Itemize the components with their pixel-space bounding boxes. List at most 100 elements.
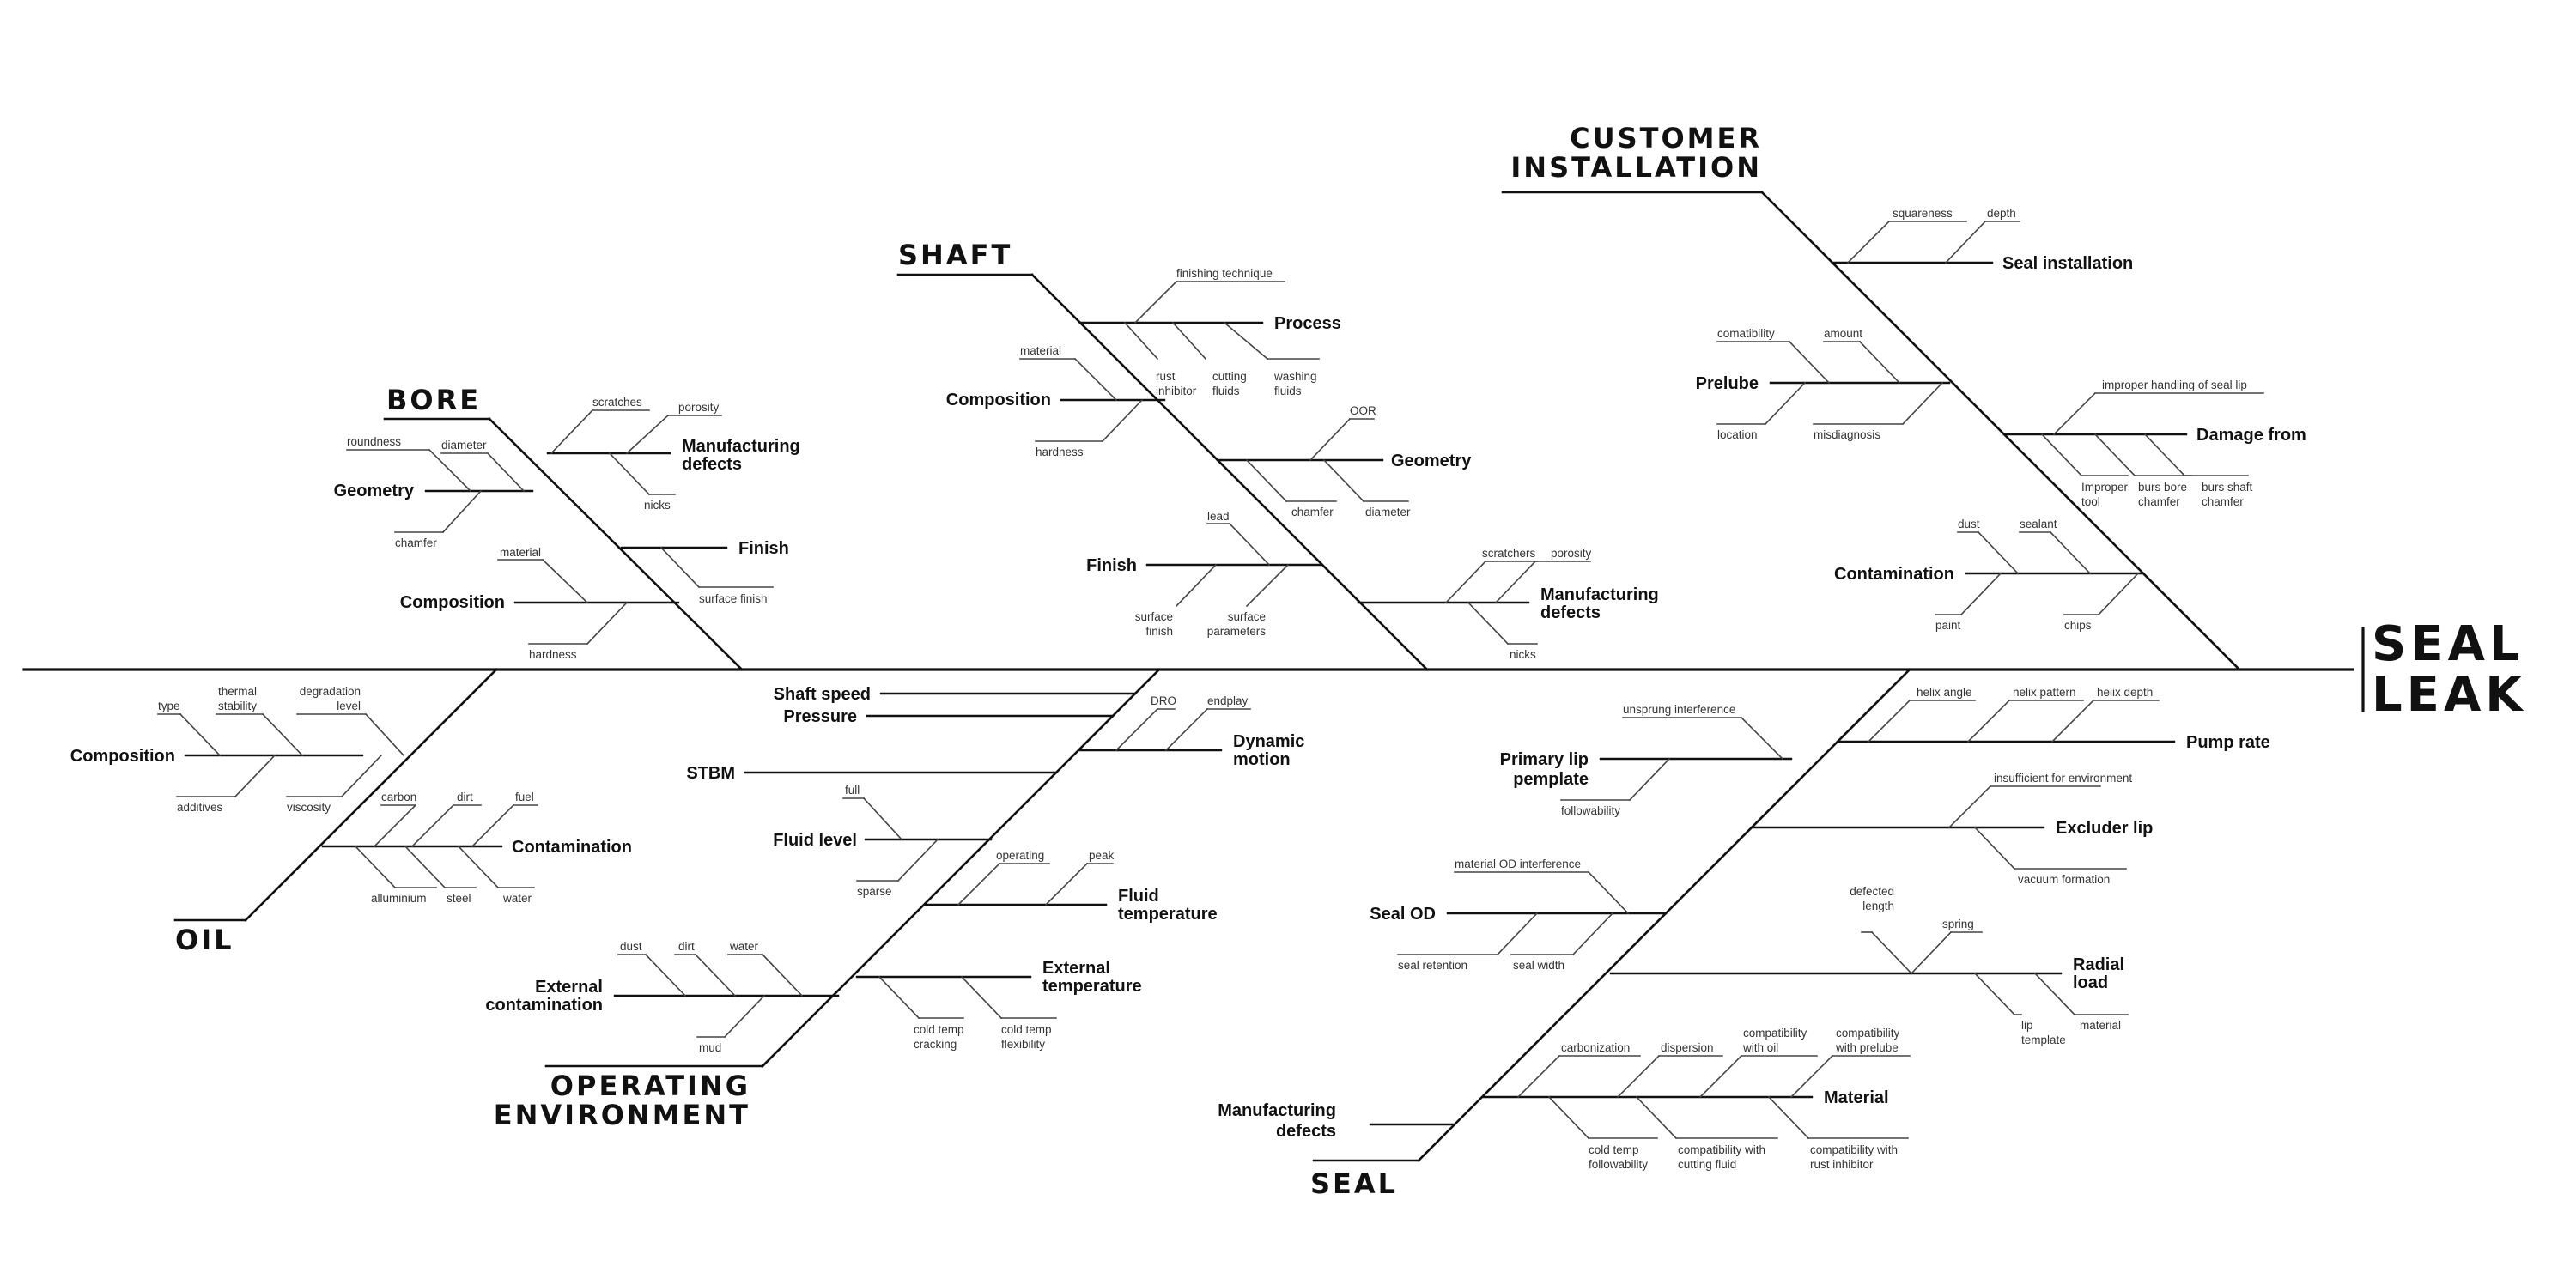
cause-oil-contamination: Contamination xyxy=(512,838,632,857)
cause-radial-load-l2: load xyxy=(2073,973,2108,992)
cause-shaft-manufacturing-defects-l2: defects xyxy=(1540,603,1601,622)
detail-unsprung-interference: unsprung interference xyxy=(1623,703,1735,716)
detail-surface-parameters-l2: parameters xyxy=(1207,625,1267,638)
detail-washing-fluids-l2: fluids xyxy=(1274,385,1302,397)
cause-shaft-speed: Shaft speed xyxy=(774,685,871,704)
category-seal: SEAL unsprung interference followability… xyxy=(1218,668,2270,1200)
detail-dro: DRO xyxy=(1151,694,1176,707)
detail-insufficient: insufficient for environment xyxy=(1994,772,2132,785)
detail-vacuum-formation: vacuum formation xyxy=(2018,873,2110,886)
detail-cold-temp-flexibility-l1: cold temp xyxy=(1001,1023,1052,1036)
category-customer-installation: CUSTOMER INSTALLATION squareness depth S… xyxy=(1501,122,2306,671)
detail-misdiagnosis: misdiagnosis xyxy=(1814,428,1880,441)
detail-defected-length-l2: length xyxy=(1862,900,1894,912)
effect-label-line2: LEAK xyxy=(2372,667,2527,723)
category-label-bore: BORE xyxy=(386,384,481,416)
detail-cold-temp-followability-l1: cold temp xyxy=(1589,1143,1639,1156)
detail-shaft-chamfer: chamfer xyxy=(1291,506,1334,518)
detail-surface-finish-l1: surface xyxy=(1135,610,1173,623)
detail-burs-shaft-l2: chamfer xyxy=(2202,495,2244,508)
detail-nicks: nicks xyxy=(644,499,671,512)
spine xyxy=(22,627,2365,712)
category-label-customer-l2: INSTALLATION xyxy=(1510,151,1762,184)
category-label-customer-l1: CUSTOMER xyxy=(1570,122,1762,155)
detail-scratchers: scratchers xyxy=(1482,547,1536,560)
cause-damage-from: Damage from xyxy=(2196,426,2306,445)
detail-depth: depth xyxy=(1987,207,2016,220)
effect-label-line1: SEAL xyxy=(2372,616,2524,672)
detail-cutting-fluids-l1: cutting xyxy=(1212,370,1247,383)
detail-degradation-level-l2: level xyxy=(337,700,361,712)
cause-shaft-geometry: Geometry xyxy=(1391,452,1472,470)
detail-surface-finish-l2: finish xyxy=(1145,625,1173,638)
detail-lip-template-l2: template xyxy=(2021,1033,2066,1046)
detail-compat-oil-l1: compatibility xyxy=(1743,1027,1807,1040)
detail-fuel: fuel xyxy=(515,791,534,803)
detail-roundness: roundness xyxy=(347,435,401,448)
category-label-oil: OIL xyxy=(175,924,234,956)
cause-shaft-process: Process xyxy=(1274,314,1341,333)
detail-cutting-fluids-l2: fluids xyxy=(1212,385,1240,397)
cause-bore-geometry: Geometry xyxy=(334,482,415,500)
cause-fluid-temperature-l1: Fluid xyxy=(1118,887,1159,906)
detail-dust: dust xyxy=(1958,518,1980,530)
cause-pressure: Pressure xyxy=(783,707,857,726)
cause-bore-manufacturing-defects-l2: defects xyxy=(682,455,742,474)
cause-primary-lip-l2: pemplate xyxy=(1513,770,1589,789)
cause-seal-od: Seal OD xyxy=(1370,905,1436,924)
detail-compat-prelube-l1: compatibility xyxy=(1836,1027,1900,1040)
detail-followability: followability xyxy=(1561,804,1620,817)
detail-degradation-level-l1: degradation xyxy=(300,685,361,698)
detail-shaft-hardness: hardness xyxy=(1036,446,1084,458)
category-oil: OIL type thermal stability degradation l… xyxy=(70,668,632,956)
detail-porosity: porosity xyxy=(678,401,720,414)
cause-oil-composition: Composition xyxy=(70,747,175,766)
detail-scratches: scratches xyxy=(592,396,642,409)
detail-cold-temp-cracking-l2: cracking xyxy=(914,1038,957,1051)
detail-seal-retention: seal retention xyxy=(1398,959,1467,972)
detail-oil-dirt: dirt xyxy=(457,791,473,803)
detail-burs-bore-l1: burs bore xyxy=(2138,481,2187,494)
cause-shaft-composition: Composition xyxy=(946,391,1051,409)
cause-fluid-level: Fluid level xyxy=(773,831,857,850)
detail-cold-temp-cracking-l1: cold temp xyxy=(914,1023,964,1036)
detail-cold-temp-flexibility-l2: flexibility xyxy=(1001,1038,1045,1051)
detail-seal-width: seal width xyxy=(1513,959,1564,972)
detail-material-od-interference: material OD interference xyxy=(1455,858,1581,870)
category-shaft: SHAFT finishing technique rust inhibitor… xyxy=(896,239,1659,671)
detail-improper-tool-l1: Improper xyxy=(2081,481,2129,494)
detail-surface-finish: surface finish xyxy=(699,592,768,605)
cause-stbm: STBM xyxy=(686,764,735,783)
cause-dynamic-motion-l2: motion xyxy=(1233,750,1291,769)
detail-burs-shaft-l1: burs shaft xyxy=(2202,481,2253,494)
cause-bore-manufacturing-defects-l1: Manufacturing xyxy=(682,437,800,456)
detail-compat-rust-l2: rust inhibitor xyxy=(1810,1158,1874,1171)
detail-shaft-diameter: diameter xyxy=(1365,506,1411,518)
cause-fluid-temperature-l2: temperature xyxy=(1118,905,1218,924)
category-bore: BORE scratches porosity nicks Manufactur… xyxy=(334,384,800,671)
detail-sparse: sparse xyxy=(857,885,892,898)
detail-lead: lead xyxy=(1207,510,1230,523)
detail-additives: additives xyxy=(177,801,223,814)
detail-operating: operating xyxy=(996,849,1044,862)
detail-ext-dust: dust xyxy=(620,940,642,953)
detail-surface-parameters-l1: surface xyxy=(1228,610,1266,623)
detail-endplay: endplay xyxy=(1207,694,1249,707)
detail-compat-rust-l1: compatibility with xyxy=(1810,1143,1898,1156)
detail-material: material xyxy=(500,546,541,559)
detail-peak: peak xyxy=(1089,849,1115,862)
detail-amount: amount xyxy=(1824,327,1862,340)
detail-hardness: hardness xyxy=(529,648,577,661)
detail-ext-water: water xyxy=(729,940,759,953)
cause-radial-load-l1: Radial xyxy=(2073,955,2124,974)
detail-shaft-nicks: nicks xyxy=(1510,648,1536,661)
detail-finishing-technique: finishing technique xyxy=(1176,267,1273,280)
cause-seal-manufacturing-defects-l1: Manufacturing xyxy=(1218,1101,1336,1120)
detail-ext-dirt: dirt xyxy=(678,940,695,953)
detail-oor: OOR xyxy=(1350,404,1376,417)
detail-carbon: carbon xyxy=(381,791,416,803)
detail-comatibility: comatibility xyxy=(1717,327,1775,340)
detail-rust-inhibitor-l1: rust xyxy=(1156,370,1176,383)
detail-thermal-stability-l2: stability xyxy=(218,700,257,712)
